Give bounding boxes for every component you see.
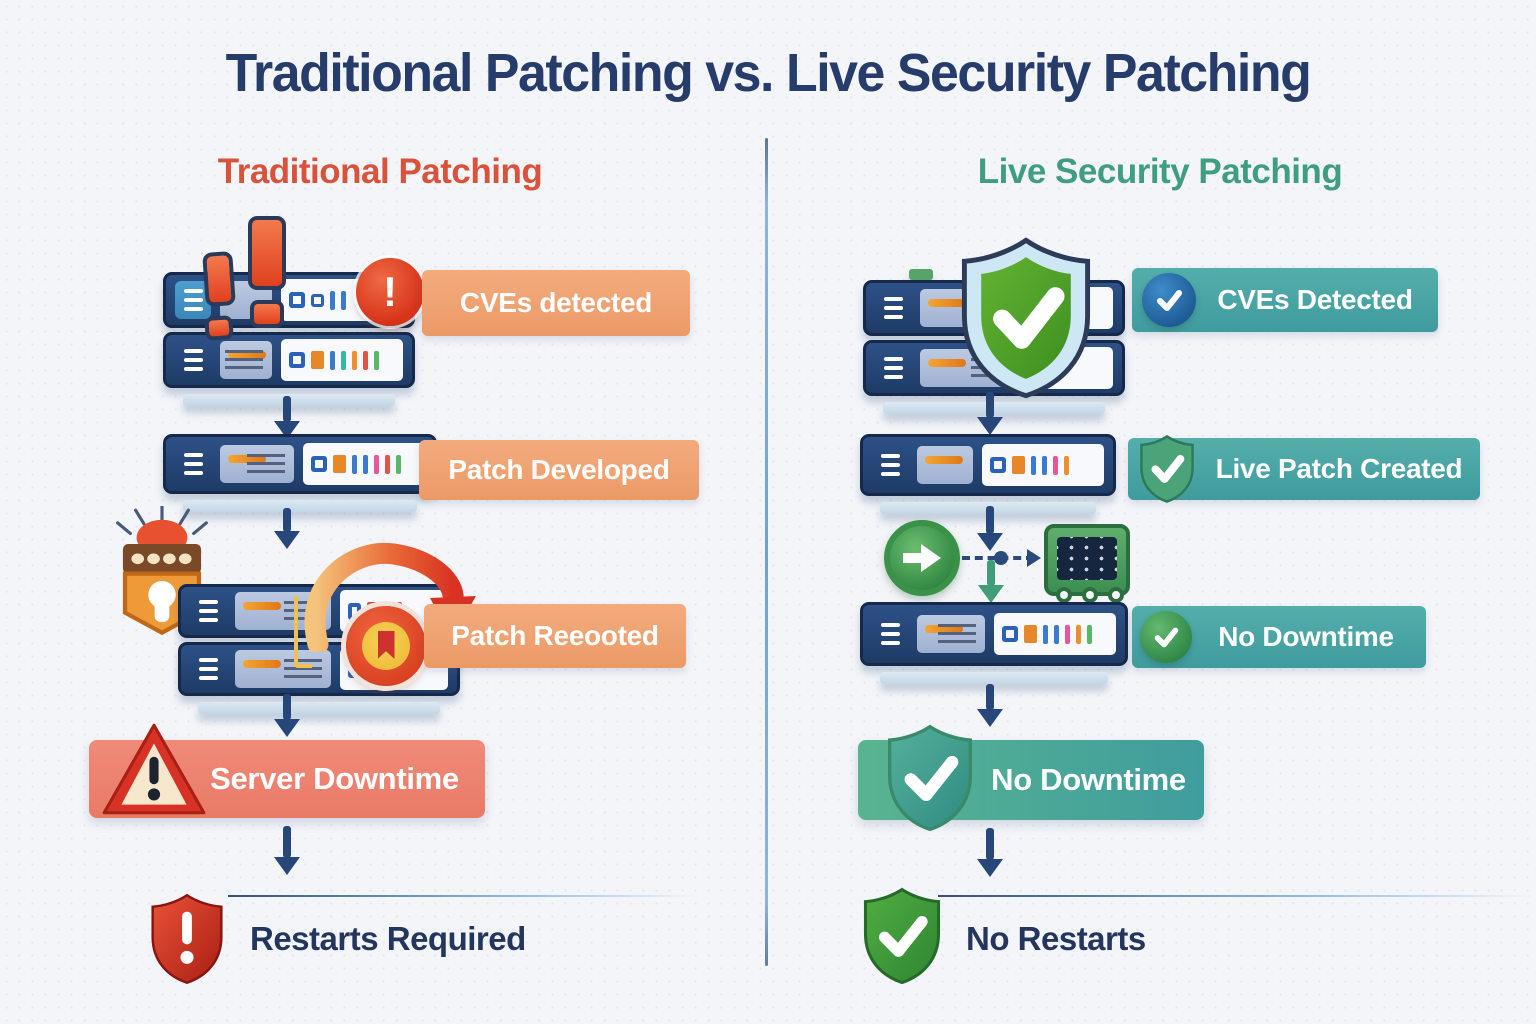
- server-indicator-panel: [303, 443, 425, 485]
- vertical-divider: [765, 138, 768, 966]
- step-label-text: Live Patch Created: [1215, 453, 1463, 484]
- exclamation-mark-dot-icon: [250, 300, 284, 328]
- down-arrow-icon: [283, 826, 291, 858]
- green-down-arrow-icon: [987, 560, 995, 586]
- forward-circle-icon: [884, 520, 960, 596]
- server-screen: [917, 615, 985, 653]
- reboot-badge-inner: [362, 622, 410, 670]
- teal-shield-check-icon: [888, 724, 972, 832]
- alert-circle-icon: !: [356, 258, 424, 326]
- divider-line: [938, 895, 1536, 897]
- server-base: [198, 702, 440, 714]
- step-label-text: Patch Reeooted: [451, 620, 659, 651]
- left-column-header: Traditional Patching: [217, 152, 543, 191]
- hamburger-icon: [175, 341, 211, 379]
- chip-leg: [1082, 587, 1098, 603]
- green-circle-check-icon: [1140, 611, 1192, 663]
- chip-leg: [1108, 587, 1124, 603]
- divider-line: [228, 895, 698, 897]
- step-label-no-downtime: No Downtime: [1132, 606, 1426, 668]
- down-arrow-icon: [283, 694, 291, 720]
- step-label-live-patch-created: Live Patch Created: [1128, 434, 1480, 503]
- dashed-connector: [962, 549, 1041, 567]
- step-label-patch-rebooted: Patch Reeooted: [424, 604, 686, 668]
- green-shield-check-icon: [863, 887, 941, 985]
- exclamation-mark-dot-icon: [204, 315, 234, 341]
- server-rack-row: [860, 434, 1116, 496]
- banner-text: Server Downtime: [210, 761, 459, 796]
- server-screen: [235, 650, 331, 688]
- connector-dot: [994, 551, 1008, 565]
- green-shield-badge-icon: [1140, 434, 1194, 503]
- server-icon: [860, 602, 1128, 684]
- reboot-badge-icon: [346, 606, 426, 686]
- down-arrow-icon: [986, 392, 994, 418]
- hamburger-icon: [190, 592, 226, 630]
- down-arrow-icon: [986, 828, 994, 860]
- page-title: Traditional Patching vs. Live Security P…: [225, 43, 1312, 103]
- server-screen: [220, 341, 272, 379]
- hamburger-icon: [175, 445, 211, 483]
- server-icon: [860, 434, 1116, 514]
- down-arrow-icon: [986, 506, 994, 534]
- warning-triangle-icon: [102, 723, 206, 815]
- step-label-text: Patch Developed: [448, 454, 670, 485]
- hamburger-icon: [190, 650, 226, 688]
- server-screen: [917, 446, 973, 484]
- hamburger-icon: [872, 446, 908, 484]
- red-shield-exclamation-icon: [151, 893, 223, 985]
- server-base: [183, 500, 417, 512]
- server-rack-row: [163, 434, 437, 494]
- server-rack-row: [163, 332, 415, 388]
- down-arrow-icon: [986, 684, 994, 710]
- alert-exclamation-glyph: !: [383, 268, 397, 315]
- step-label-text: CVEs Detected: [1217, 284, 1413, 315]
- chip-leg: [1056, 587, 1072, 603]
- highlight-bracket-icon: [294, 596, 312, 668]
- hamburger-icon: [875, 289, 911, 327]
- right-result-text: No Restarts: [966, 920, 1146, 957]
- server-base: [880, 672, 1108, 684]
- server-indicator-panel: [281, 339, 403, 381]
- down-arrow-icon: [283, 508, 291, 532]
- exclamation-mark-icon: [202, 251, 236, 307]
- step-label-text: No Downtime: [1218, 621, 1394, 652]
- banner-text: No Downtime: [991, 762, 1186, 797]
- step-label-cves-detected: CVEs detected: [422, 270, 690, 336]
- green-shield-check-icon: [961, 237, 1091, 399]
- left-result-text: Restarts Required: [250, 920, 526, 957]
- down-arrow-icon: [283, 396, 291, 422]
- right-column-header: Live Security Patching: [977, 152, 1343, 191]
- step-label-text: CVEs detected: [459, 287, 653, 318]
- step-label-patch-developed: Patch Developed: [419, 440, 699, 500]
- server-base: [883, 402, 1105, 414]
- server-screen: [220, 445, 294, 483]
- ribbon-icon: [377, 631, 395, 659]
- server-indicator-panel: [994, 613, 1116, 655]
- hamburger-icon: [872, 615, 908, 653]
- hamburger-icon: [875, 349, 911, 387]
- exclamation-mark-icon: [248, 216, 286, 290]
- chip-icon: [1044, 524, 1130, 603]
- step-label-cves-detected-right: CVEs Detected: [1132, 268, 1438, 332]
- chip-screen: [1057, 537, 1117, 580]
- blue-circle-check-icon: [1142, 273, 1196, 327]
- right-arrow-glyph: [903, 544, 941, 572]
- server-icon: [163, 434, 437, 512]
- server-rack-row: [860, 602, 1128, 666]
- server-indicator-panel: [982, 444, 1104, 486]
